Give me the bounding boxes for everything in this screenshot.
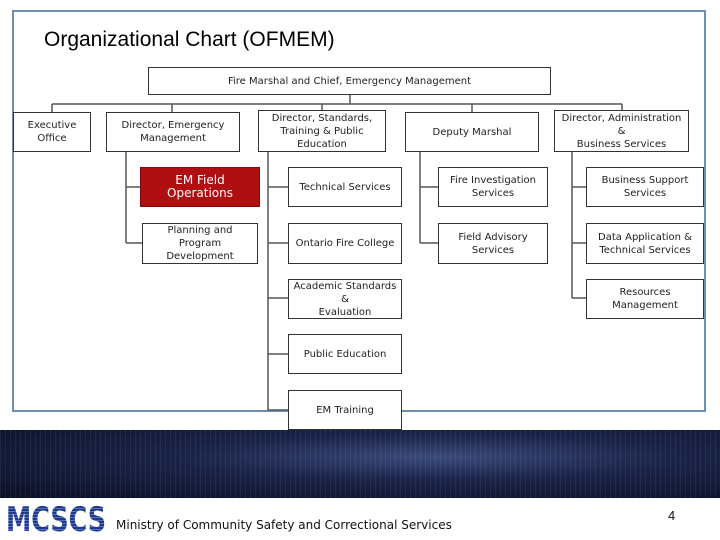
org-node-deputy-marshal: Deputy Marshal <box>405 112 539 152</box>
org-node-ontario-fire-college: Ontario Fire College <box>288 223 402 264</box>
org-node-director-admin: Director, Administration & Business Serv… <box>554 110 689 152</box>
org-node-technical-services: Technical Services <box>288 167 402 207</box>
footer-bar <box>0 498 720 540</box>
org-node-director-standards: Director, Standards, Training & Public E… <box>258 110 386 152</box>
page-title: Organizational Chart (OFMEM) <box>44 28 335 51</box>
org-node-public-education: Public Education <box>288 334 402 374</box>
org-node-business-support: Business Support Services <box>586 167 704 207</box>
org-node-data-application: Data Application & Technical Services <box>586 223 704 264</box>
org-node-em-training: EM Training <box>288 390 402 430</box>
page-number: 4 <box>668 508 676 523</box>
org-node-em-field-operations: EM Field Operations <box>140 167 260 207</box>
org-node-fire-marshal: Fire Marshal and Chief, Emergency Manage… <box>148 67 551 95</box>
org-node-resources-management: Resources Management <box>586 279 704 319</box>
logo-lettering: MCSCS <box>6 500 106 536</box>
footer-banner-image <box>0 430 720 498</box>
ministry-logo: MCSCS <box>6 500 106 536</box>
ministry-name: Ministry of Community Safety and Correct… <box>116 518 452 532</box>
org-node-planning-program: Planning and Program Development <box>142 223 258 264</box>
org-node-fire-investigation: Fire Investigation Services <box>438 167 548 207</box>
org-node-director-em: Director, Emergency Management <box>106 112 240 152</box>
org-node-academic-standards: Academic Standards & Evaluation <box>288 279 402 319</box>
org-node-field-advisory: Field Advisory Services <box>438 223 548 264</box>
org-node-executive-office: Executive Office <box>13 112 91 152</box>
